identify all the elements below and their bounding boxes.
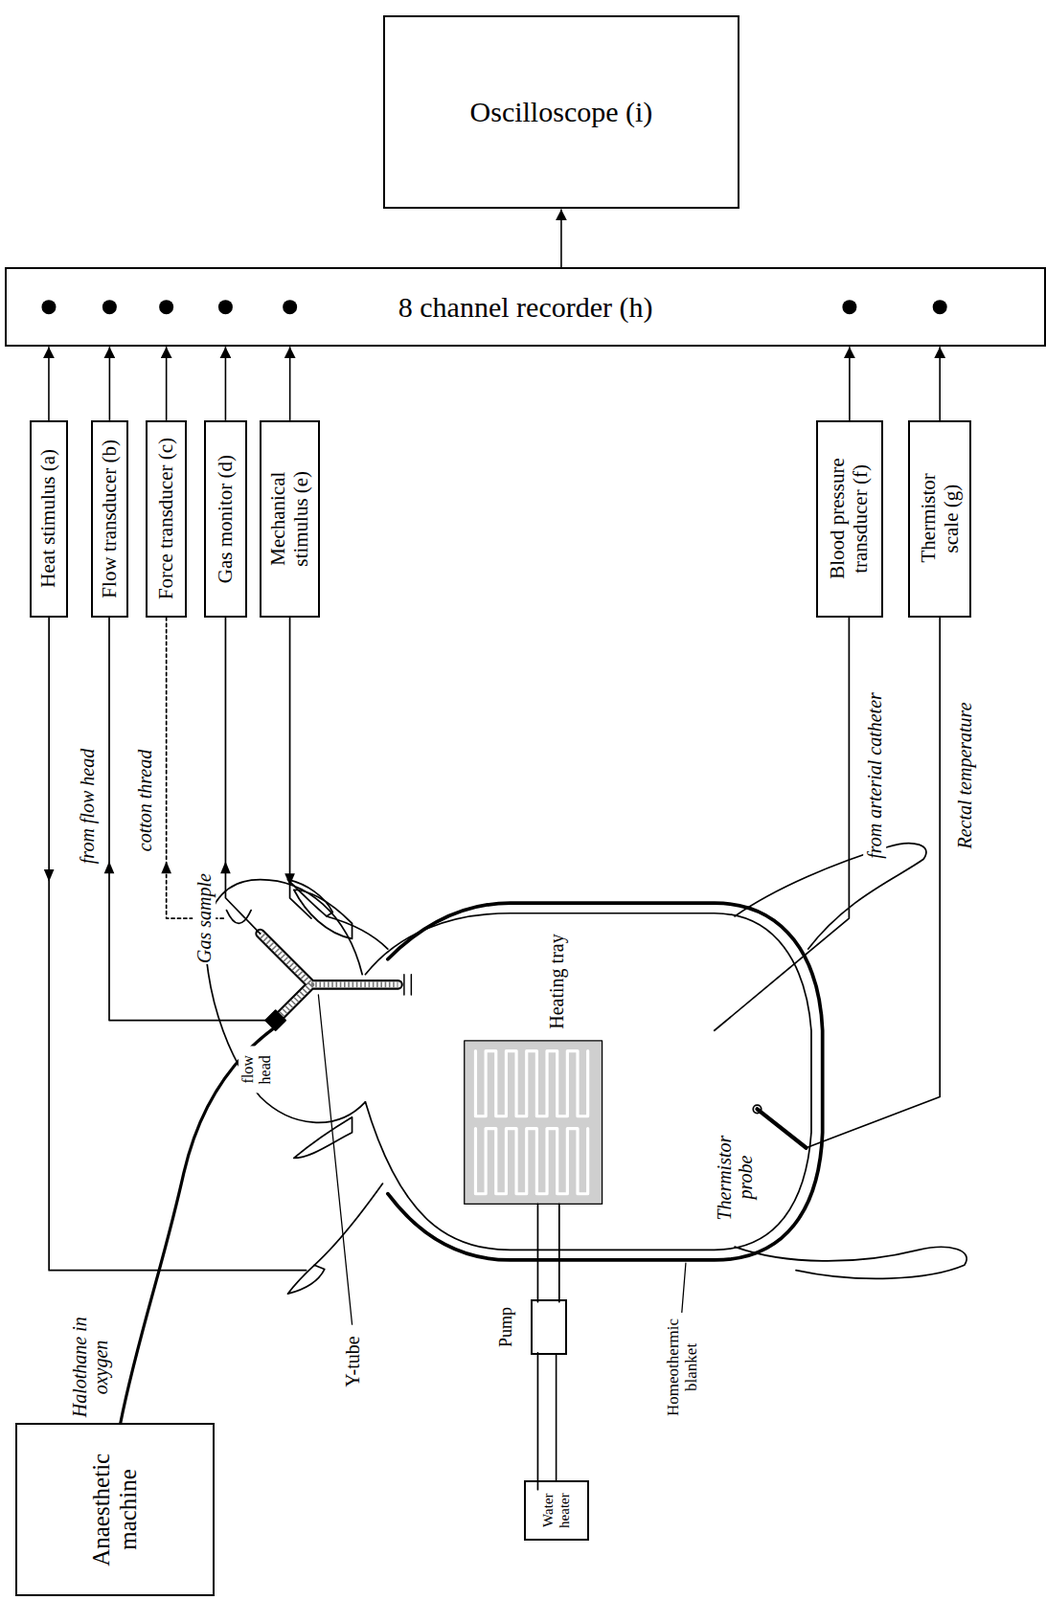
input-terminal bbox=[282, 299, 297, 315]
flow-head bbox=[265, 1010, 286, 1031]
node-text: Mechanical stimulus (e) bbox=[267, 451, 313, 587]
input-terminal bbox=[41, 299, 56, 315]
water-tube bbox=[537, 1204, 559, 1490]
instrument-box: Heat stimulus (a) bbox=[29, 420, 69, 618]
instrument-box: Thermistor scale (g) bbox=[908, 420, 972, 618]
node-text: Flow transducer (b) bbox=[98, 439, 122, 599]
node-text: Oscilloscope (i) bbox=[470, 95, 654, 129]
signal-connector bbox=[109, 346, 112, 421]
signal-connector bbox=[848, 346, 851, 421]
annotation-label: Heating tray bbox=[544, 932, 568, 1030]
signal-connector bbox=[47, 346, 50, 421]
annotation-label: Thermistor probe bbox=[712, 1129, 758, 1228]
rat-ear bbox=[294, 889, 353, 939]
instrument-box: Force transducer (c) bbox=[145, 420, 187, 618]
leader-line bbox=[682, 1263, 686, 1315]
instrument-box: Blood pressure transducer (f) bbox=[816, 420, 883, 618]
gas-sample-line bbox=[225, 617, 260, 934]
forelimb bbox=[326, 916, 388, 950]
node-text: Anaesthetic machine bbox=[88, 1441, 142, 1580]
rat-head bbox=[205, 880, 366, 1124]
input-terminal bbox=[932, 299, 948, 315]
heat-wire bbox=[48, 617, 306, 1272]
input-terminal bbox=[159, 299, 174, 315]
signal-connector bbox=[289, 346, 292, 421]
heating-tray bbox=[464, 1041, 603, 1205]
node-text: Thermistor scale (g) bbox=[917, 459, 963, 578]
recorder-bar: 8 channel recorder (h) bbox=[4, 267, 1046, 347]
annotation-label: flow head bbox=[239, 1046, 276, 1093]
pump-box: Pump bbox=[496, 1299, 569, 1356]
thermistor-wire bbox=[806, 617, 941, 1149]
annotation-label: cotton thread bbox=[133, 749, 157, 853]
annotation-label: Gas sample bbox=[192, 872, 216, 965]
signal-connector bbox=[555, 1355, 558, 1482]
hindlimb bbox=[734, 1247, 967, 1279]
signal-connector bbox=[225, 346, 228, 421]
forepaw bbox=[287, 880, 333, 917]
node-text: 8 channel recorder (h) bbox=[398, 291, 654, 324]
signal-connector bbox=[938, 346, 941, 421]
water-heater-box: Water heater bbox=[523, 1480, 590, 1542]
annotation-label: Y-tube bbox=[340, 1336, 364, 1389]
arrowhead bbox=[220, 861, 231, 874]
rat-body bbox=[364, 913, 812, 1251]
instrument-box: Mechanical stimulus (e) bbox=[259, 420, 320, 618]
node-text: Water heater bbox=[540, 1488, 573, 1534]
anaesthetic-machine-box: Anaesthetic machine bbox=[15, 1423, 215, 1597]
annotation-label: Halothane in oxygen bbox=[67, 1315, 113, 1420]
node-text: Blood pressure transducer (f) bbox=[826, 442, 872, 596]
flow-wire bbox=[109, 617, 268, 1022]
signal-connector bbox=[165, 346, 168, 421]
homeothermic-blanket bbox=[387, 903, 823, 1261]
rat-ear bbox=[294, 1117, 353, 1160]
y-tube-hatching bbox=[260, 933, 399, 1022]
y-tube bbox=[260, 933, 399, 1022]
pump-symbol bbox=[530, 1299, 568, 1356]
oscilloscope-box: Oscilloscope (i) bbox=[383, 15, 741, 209]
annotation-label: from flow head bbox=[74, 747, 98, 865]
arrowhead bbox=[104, 861, 115, 874]
tracheal-cannula bbox=[404, 975, 411, 996]
annotation-label: Rectal temperature bbox=[953, 701, 977, 850]
node-text: Heat stimulus (a) bbox=[37, 449, 61, 589]
y-tube bbox=[260, 933, 399, 1022]
mechanical-wire bbox=[290, 617, 312, 919]
arrowhead bbox=[284, 873, 296, 887]
thermistor-probe bbox=[757, 1109, 807, 1148]
input-terminal bbox=[841, 299, 857, 315]
node-text: Pump bbox=[496, 1307, 516, 1348]
tray-coil bbox=[475, 1051, 588, 1195]
node-text: Gas monitor (d) bbox=[214, 454, 238, 584]
forelimb bbox=[314, 1183, 383, 1266]
node-text: Force transducer (c) bbox=[155, 437, 179, 600]
input-terminal bbox=[102, 299, 117, 315]
signal-connector bbox=[560, 208, 563, 268]
arrowhead bbox=[44, 869, 55, 883]
arrowhead bbox=[160, 861, 172, 874]
input-terminal bbox=[218, 299, 233, 315]
instrument-box: Gas monitor (d) bbox=[204, 420, 248, 618]
annotation-label: from arterial catheter bbox=[863, 691, 887, 861]
tray-coil bbox=[475, 1051, 588, 1195]
leader-line bbox=[318, 995, 352, 1325]
arterial-line bbox=[714, 617, 850, 1031]
annotation-label: Homeothermic blanket bbox=[662, 1313, 702, 1423]
instrument-box: Flow transducer (b) bbox=[90, 420, 130, 618]
